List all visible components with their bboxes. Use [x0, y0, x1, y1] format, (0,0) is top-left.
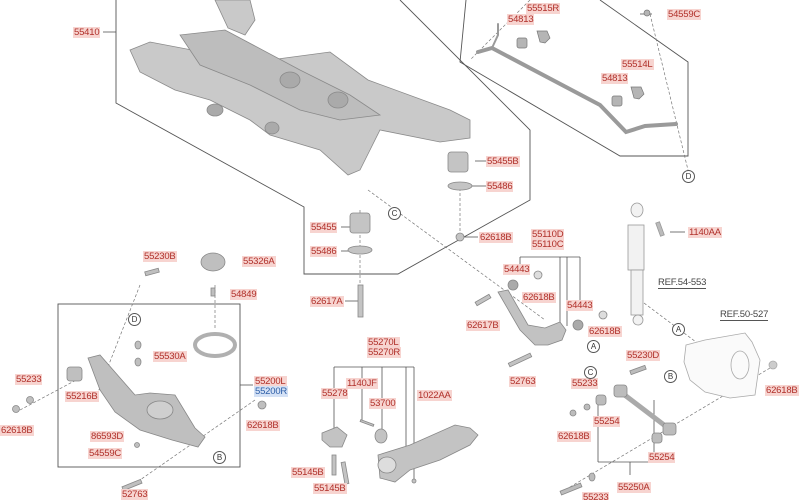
label-link-bracket-l[interactable]: 55514L	[621, 59, 654, 70]
label-nut-54559C[interactable]: 54559C	[88, 448, 123, 459]
callout-d: D	[682, 170, 695, 183]
label-arm-bolt-lower[interactable]: 52763	[509, 376, 537, 387]
label-bushing-lower[interactable]: 54813	[601, 73, 629, 84]
label-bushing-53700[interactable]: 53700	[369, 398, 397, 409]
label-shock-bolt[interactable]: 1140AA	[688, 227, 722, 238]
label-arm-bushing-2[interactable]: 54443	[566, 300, 594, 311]
label-lower-arm-r[interactable]: 55200R	[254, 386, 289, 397]
label-bushing-55278[interactable]: 55278	[321, 388, 349, 399]
label-washer-right[interactable]: 55486	[486, 181, 514, 192]
label-bolt-55145B-1[interactable]: 55145B	[291, 467, 325, 478]
label-bushing-55216B[interactable]: 55216B	[65, 391, 99, 402]
label-arm-bushing-1[interactable]: 54443	[503, 264, 531, 275]
assist-arm-55250A	[559, 364, 677, 496]
label-washer-55233-c[interactable]: 55233	[582, 492, 610, 500]
subframe-group-outline	[115, 0, 531, 275]
stabilizer-bar	[476, 23, 678, 135]
label-nut-center[interactable]: 62618B	[479, 232, 513, 243]
label-arm-bolt[interactable]: 62617B	[466, 320, 500, 331]
mount-bushing-55455-shape	[349, 212, 371, 234]
rear-knuckle	[683, 332, 778, 399]
label-mount-bushing[interactable]: 55455	[310, 222, 338, 233]
spring-seat-shape	[193, 332, 237, 358]
label-knuckle-nut[interactable]: 62618B	[765, 385, 799, 396]
label-nut-1022AA[interactable]: 1022AA	[417, 390, 452, 401]
label-trailing-arm-r[interactable]: 55270R	[367, 347, 402, 358]
nut-62618B-center-shape	[455, 232, 465, 242]
label-arm-nut-2[interactable]: 62618B	[588, 326, 622, 337]
label-subframe[interactable]: 55410	[73, 27, 101, 38]
upper-arm-55110	[474, 270, 608, 368]
label-bumper-bolt[interactable]: 54849	[230, 289, 258, 300]
lower-arm-55200-shape	[87, 354, 206, 448]
mount-bushing-55455B-shape	[447, 151, 469, 173]
label-upper-arm-1[interactable]: 55110D	[531, 229, 565, 240]
label-bolt-86593D[interactable]: 86593D	[90, 431, 125, 442]
callout-a: A	[587, 340, 600, 353]
label-bolt-1140JF[interactable]: 1140JF	[346, 378, 378, 389]
label-bolt-55230B[interactable]: 55230B	[143, 251, 177, 262]
label-washer-55233[interactable]: 55233	[15, 374, 43, 385]
lower-arm-group-outline	[57, 303, 241, 468]
label-link-bracket-r[interactable]: 55515R	[526, 3, 561, 14]
callout-c: C	[388, 207, 401, 220]
washer-55486-right-shape	[447, 181, 473, 191]
label-bushing-55254-2[interactable]: 55254	[648, 452, 676, 463]
label-nut-left[interactable]: 62618B	[0, 425, 34, 436]
callout-c-assist: C	[584, 366, 597, 379]
shock-absorber	[627, 202, 665, 326]
trailing-arm-55270	[321, 419, 479, 485]
callout-d-lower-arm: D	[128, 313, 141, 326]
label-washer-left[interactable]: 55486	[310, 246, 338, 257]
stabilizer-group-outline	[459, 0, 689, 157]
label-bolt-55230D[interactable]: 55230D	[626, 350, 661, 361]
callout-b-lower-arm: B	[213, 451, 226, 464]
callout-a-knuckle: A	[672, 323, 685, 336]
spring-pad-55326A-shape	[200, 252, 226, 272]
label-bolt-55145B-2[interactable]: 55145B	[313, 483, 347, 494]
washer-55486-left-shape	[347, 245, 373, 255]
subframe-crossmember	[129, 0, 471, 176]
label-spring-seat[interactable]: 55530A	[153, 351, 187, 362]
label-spring-pad[interactable]: 55326A	[242, 256, 276, 267]
label-nut-top-right[interactable]: 54559C	[667, 9, 702, 20]
callout-b-knuckle: B	[664, 370, 677, 383]
label-lower-arm-l[interactable]: 55200L	[254, 376, 287, 387]
label-trailing-arm-l[interactable]: 55270L	[367, 337, 400, 348]
label-washer-55233-b[interactable]: 55233	[571, 378, 599, 389]
label-bolt-bottom-left[interactable]: 52763	[121, 489, 149, 500]
label-arm-nut-1[interactable]: 62618B	[522, 292, 556, 303]
ref-knuckle[interactable]: REF.50-527	[720, 309, 769, 321]
bolt-54849-shape	[210, 287, 216, 297]
label-nut-62618B-b[interactable]: 62618B	[557, 431, 591, 442]
label-mount-bushing-b[interactable]: 55455B	[486, 156, 520, 167]
bolt-62617A-shape	[357, 284, 364, 318]
label-bolt-center[interactable]: 62617A	[310, 296, 344, 307]
label-nut-lower-arm[interactable]: 62618B	[246, 420, 280, 431]
bushing-55216B-shape	[66, 366, 83, 382]
label-bushing-55254-1[interactable]: 55254	[593, 416, 621, 427]
label-bushing-upper[interactable]: 54813	[507, 14, 535, 25]
label-upper-arm-2[interactable]: 55110C	[531, 239, 565, 250]
ref-shock[interactable]: REF.54-553	[658, 277, 707, 289]
label-assist-arm[interactable]: 55250A	[617, 482, 651, 493]
